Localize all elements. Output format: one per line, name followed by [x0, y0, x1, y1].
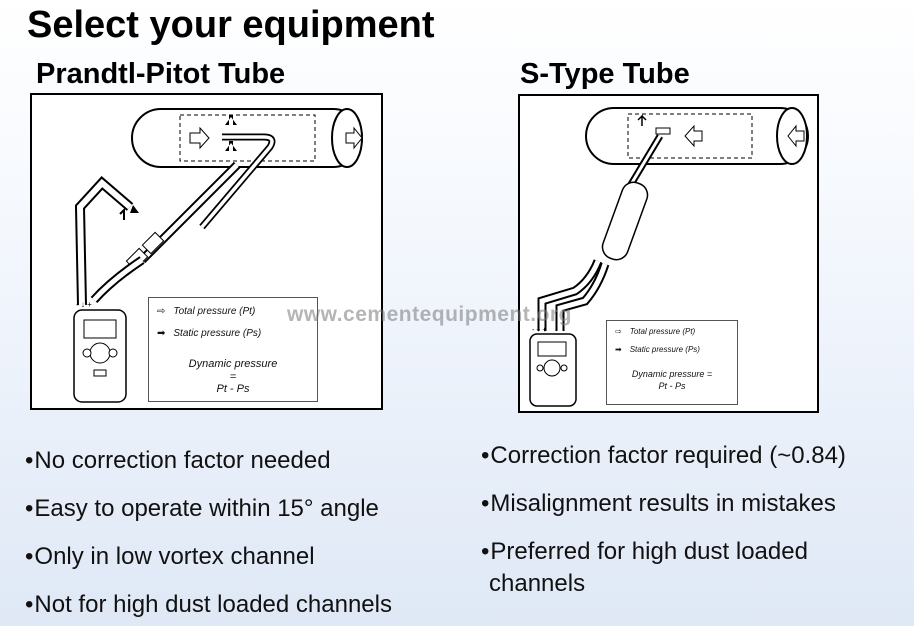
stype-illustration: - + + [529, 107, 809, 407]
legend-total-label: Total pressure (Pt) [629, 327, 696, 336]
legend-static-label: Static pressure (Ps) [173, 328, 262, 339]
legend-total-row: ⇨ Total pressure (Pt) [157, 306, 255, 317]
list-item: •Not for high dust loaded channels [25, 591, 392, 619]
bullet-text: Not for high dust loaded channels [34, 591, 392, 618]
bullet-marker: • [481, 442, 490, 469]
bullet-text: Misalignment results in mistakes [490, 490, 836, 517]
svg-text:- + +: - + + [532, 327, 546, 334]
page-title: Select your equipment [27, 4, 435, 46]
bullet-text: Only in low vortex channel [34, 543, 315, 570]
bullet-text: No correction factor needed [34, 447, 331, 474]
svg-text:- ↓ +: - ↓ + [76, 300, 92, 309]
legend-dynamic-label: Dynamic pressure [188, 358, 278, 370]
legend-static-row: ➡ Static pressure (Ps) [615, 345, 700, 354]
bullet-marker: • [25, 495, 34, 522]
legend-static-label: Static pressure (Ps) [629, 345, 700, 354]
legend-static-row: ➡ Static pressure (Ps) [157, 328, 261, 339]
stype-heading: S-Type Tube [520, 58, 690, 90]
legend-equals: = [229, 371, 237, 383]
prandtl-heading: Prandtl-Pitot Tube [36, 58, 286, 90]
prandtl-illustration: - ↓ + [73, 108, 363, 403]
hollow-arrow-icon: ⇨ [157, 306, 166, 317]
solid-arrow-icon: ➡ [157, 328, 166, 339]
legend-total-row: ⇨ Total pressure (Pt) [615, 327, 695, 336]
bullet-text: Correction factor required (~0.84) [490, 442, 846, 469]
stype-diagram: - + + ⇨ Total pressure (Pt) ➡ Static pre… [518, 94, 819, 413]
legend-dynamic-label: Dynamic pressure = [631, 369, 713, 379]
legend-formula: Pt - Ps [216, 383, 250, 395]
stype-legend: ⇨ Total pressure (Pt) ➡ Static pressure … [606, 320, 738, 405]
bullet-marker: • [25, 543, 34, 570]
bullet-marker: • [481, 538, 490, 565]
legend-formula: Pt - Ps [658, 381, 686, 391]
list-item: •Preferred for high dust loaded [481, 538, 808, 566]
watermark: www.cementequipment.org [287, 303, 572, 326]
bullet-text: Preferred for high dust loaded [490, 538, 808, 565]
bullet-marker: • [481, 490, 490, 517]
hollow-arrow-icon: ⇨ [615, 327, 622, 336]
list-item: •Misalignment results in mistakes [481, 490, 836, 518]
solid-arrow-icon: ➡ [615, 345, 622, 354]
legend-total-label: Total pressure (Pt) [173, 306, 256, 317]
list-item: •Easy to operate within 15° angle [25, 495, 379, 523]
list-item-continuation: channels [489, 570, 586, 597]
list-item: •Only in low vortex channel [25, 543, 315, 571]
list-item: •Correction factor required (~0.84) [481, 442, 846, 470]
list-item: •No correction factor needed [25, 447, 331, 475]
prandtl-legend: ⇨ Total pressure (Pt) ➡ Static pressure … [148, 297, 318, 402]
prandtl-diagram: - ↓ + ⇨ Total pressure (Pt) ➡ Static pre… [30, 93, 383, 410]
bullet-marker: • [25, 447, 34, 474]
bullet-text: Easy to operate within 15° angle [34, 495, 379, 522]
bullet-marker: • [25, 591, 34, 618]
